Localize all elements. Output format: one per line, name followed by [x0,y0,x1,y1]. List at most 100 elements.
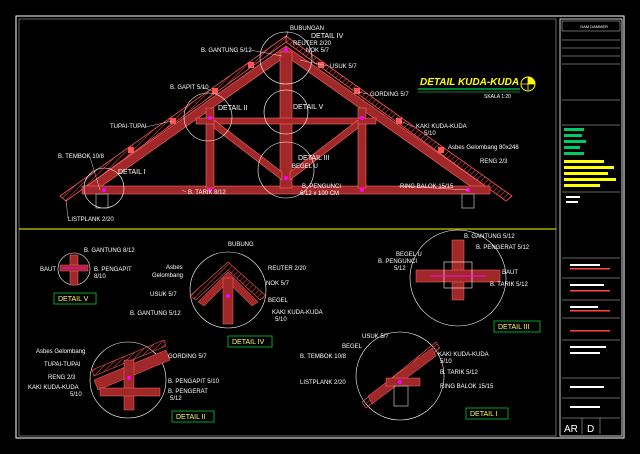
label-bubungan: BUBUNGAN [290,26,324,32]
detail-iv-gantung: B. GANTUNG 5/12 [130,311,181,317]
detail-i-title: DETAIL I [470,411,498,418]
detail-iv-reuter: REUTER 2/20 [268,266,307,272]
detail-iv: BUBUNG Asbes Gelombang REUTER 2/20 USUK … [130,242,323,348]
detail-iv-bubung: BUBUNG [228,242,254,248]
title-block-header: GAM DAMMER [580,24,608,29]
label-reuter: REUTER 2/20 [293,41,332,47]
detail-i-tembok: B. TEMBOK 10/8 [300,354,347,360]
detail-v-marker[interactable] [263,89,309,135]
label-nok: NOK 5/7 [306,48,330,54]
sheet-border-inner [18,18,557,437]
detail-iv-asbes: Asbes [166,265,183,271]
label-gording: GORDING 5/7 [370,92,409,98]
title-block-drawing-code: AR [564,424,578,435]
sheet-border [15,15,625,439]
detail-i-tarik: B. TARIK 5/12 [440,370,478,376]
drawing-title: DETAIL KUDA-KUDA [420,77,519,88]
detail-ii-title: DETAIL II [176,414,206,421]
detail-i-kaki-size: 5/10 [440,359,452,365]
label-detail-ii-main: DETAIL II [218,105,248,112]
label-kaki-kuda: KAKI KUDA-KUDA [416,124,467,130]
detail-v-title-box[interactable] [53,292,97,305]
label-tarik: B. TARIK 8/12 [188,190,226,196]
detail-iii-pengerat: B. PENGERAT 5/12 [476,245,530,251]
label-tupai: TUPAI-TUPAI [110,124,147,130]
detail-ii: Asbes Gelombang TUPAI-TUPAI RENG 2/3 KAK… [28,339,220,423]
detail-i-title-box[interactable] [465,407,509,420]
detail-v-pengapit: B. PENGAPIT [94,267,132,273]
detail-ii-asbes: Asbes Gelombang [36,349,85,355]
detail-ii-tupai: TUPAI-TUPAI [44,362,81,368]
label-tembok: B. TEMBOK 10/8 [58,154,105,160]
label-usuk: USUK 5/7 [330,64,357,70]
detail-ii-marker[interactable] [183,92,233,142]
detail-ii-pengapit: B. PENGAPIT 5/10 [168,379,220,385]
leader-lines-main [65,30,469,219]
detail-iv-gelombang: Gelombang [152,273,183,279]
wall-right [461,193,475,209]
drawing-title-block: DETAIL KUDA-KUDA SKALA 1:20 [418,76,536,100]
detail-iv-kaki: KAKI KUDA-KUDA [272,310,323,316]
title-block-red-marks [570,268,610,332]
detail-ii-title-box[interactable] [171,410,215,423]
label-gapit: B. GAPIT 5/10 [170,85,209,91]
detail-iii-tarik: B. TARIK 5/12 [490,282,528,288]
label-begel: BEGEL U [292,164,318,170]
label-detail-iii-main: DETAIL III [298,155,330,162]
label-listplank: LISTPLANK 2/20 [68,217,114,223]
detail-i: USUK 5/7 BEGEL B. TEMBOK 10/8 KAKI KUDA-… [300,331,509,421]
collar-beam [195,117,377,125]
detail-iii-pengunci: B. PENGUNCI [378,259,417,265]
strut-right [289,119,359,181]
detail-iv-usuk: USUK 5/7 [150,292,177,298]
label-pengunci-size: 6/12 x 100 CM [300,191,339,197]
label-kaki-kuda-size: 5/10 [424,131,436,137]
detail-iv-nok: NOK 5/7 [266,281,290,287]
detail-v-baut: BAUT [40,267,56,273]
detail-i-usuk: USUK 5/7 [362,334,389,340]
detail-ii-gording: GORDING 5/7 [168,354,207,360]
detail-ii-pengerat-size: 5/12 [170,396,182,402]
label-asbes: Asbes Gelombang 80x248 [448,145,519,151]
detail-ii-kaki: KAKI KUDA-KUDA [28,385,79,391]
title-block-sheet-number: D [587,424,594,435]
label-reng: RENG 2/3 [480,159,508,165]
detail-ii-kaki-size: 5/10 [70,392,82,398]
detail-iii-gantung: B. GANTUNG 5/12 [464,234,515,240]
detail-iii-title-box[interactable] [493,320,541,333]
detail-ii-reng: RENG 2/3 [48,375,76,381]
detail-iii-baut: BAUT [502,270,518,276]
label-detail-iv-main: DETAIL IV [311,33,344,40]
title-block-yellow-bars [564,160,616,187]
drawing-scale: SKALA 1:20 [484,94,511,100]
wall-left [95,193,109,209]
main-truss: BUBUNGAN DETAIL IV REUTER 2/20 NOK 5/7 B… [58,26,519,223]
label-detail-i-main: DETAIL I [118,169,146,176]
detail-iv-begel: BEGEL [268,298,289,304]
detail-iii-begel: BEGEL U [396,252,422,258]
label-ring-balok: RING BALOK 15/15 [400,184,454,190]
detail-v-gantung: B. GANTUNG 8/12 [84,248,135,254]
detail-iii-marker[interactable] [257,141,315,199]
detail-i-kaki: KAKI KUDA-KUDA [438,352,489,358]
detail-iv-title: DETAIL IV [232,339,265,346]
detail-i-listplank: LISTPLANK 2/20 [300,380,346,386]
detail-iii-title: DETAIL III [498,324,530,331]
detail-v-title: DETAIL V [58,296,89,303]
detail-i-ring: RING BALOK 15/15 [440,384,494,390]
strut-left [213,119,283,181]
detail-iv-marker[interactable] [259,31,313,85]
title-block-fields [564,128,586,155]
label-pengunci: B. PENGUNCI [302,184,341,190]
detail-iv-title-box[interactable] [227,335,273,348]
detail-iv-kaki-size: 5/10 [275,317,287,323]
title-block: GAM DAMMER [559,18,623,437]
detail-v: B. GANTUNG 8/12 BAUT B. PENGAPIT 8/10 DE… [40,248,135,305]
detail-iii: B. GANTUNG 5/12 B. PENGERAT 5/12 BEGEL U… [378,229,541,333]
detail-i-marker[interactable] [83,167,125,209]
detail-iii-pengunci-size: 5/12 [394,266,406,272]
detail-v-pengapit-size: 8/10 [94,274,106,280]
label-detail-v-main: DETAIL V [293,104,324,111]
title-block-white-marks [570,264,606,408]
